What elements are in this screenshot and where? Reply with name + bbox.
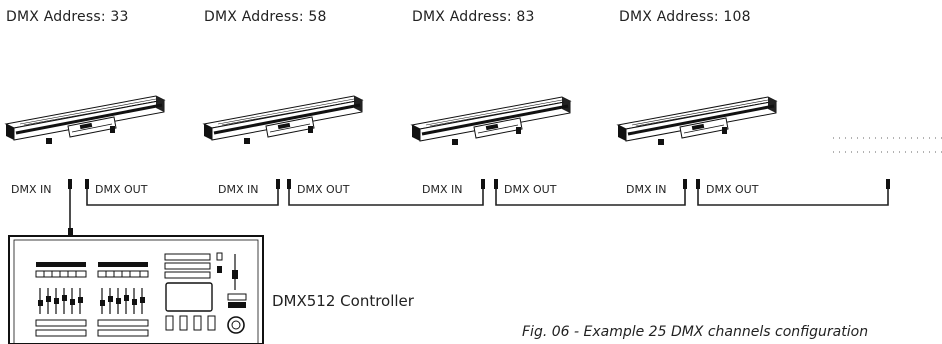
dmx-cables [69, 189, 889, 228]
light-bar-fixture-2 [202, 94, 364, 146]
dmx512-controller [8, 235, 264, 344]
figure-caption: Fig. 06 - Example 25 DMX channels config… [522, 324, 869, 340]
controller-label: DMX512 Controller [272, 292, 414, 310]
port-label-dmx-out-4: DMX OUT [706, 183, 759, 196]
port-label-dmx-in-2: DMX IN [218, 183, 259, 196]
light-bar-fixture-1 [4, 94, 166, 146]
fixture-2-address: DMX Address: 58 [204, 9, 327, 25]
port-label-dmx-out-2: DMX OUT [297, 183, 350, 196]
fixture-4-address: DMX Address: 108 [619, 9, 751, 25]
port-label-dmx-in-3: DMX IN [422, 183, 463, 196]
port-label-dmx-out-3: DMX OUT [504, 183, 557, 196]
port-label-dmx-in-1: DMX IN [11, 183, 52, 196]
connectors [68, 179, 890, 236]
light-bar-fixture-3 [410, 95, 572, 147]
continuation-dots [833, 137, 942, 153]
fixture-3-address: DMX Address: 83 [412, 9, 535, 25]
fixture-1-address: DMX Address: 33 [6, 9, 129, 25]
port-label-dmx-in-4: DMX IN [626, 183, 667, 196]
port-label-dmx-out-1: DMX OUT [95, 183, 148, 196]
light-bar-fixture-4 [616, 95, 778, 147]
